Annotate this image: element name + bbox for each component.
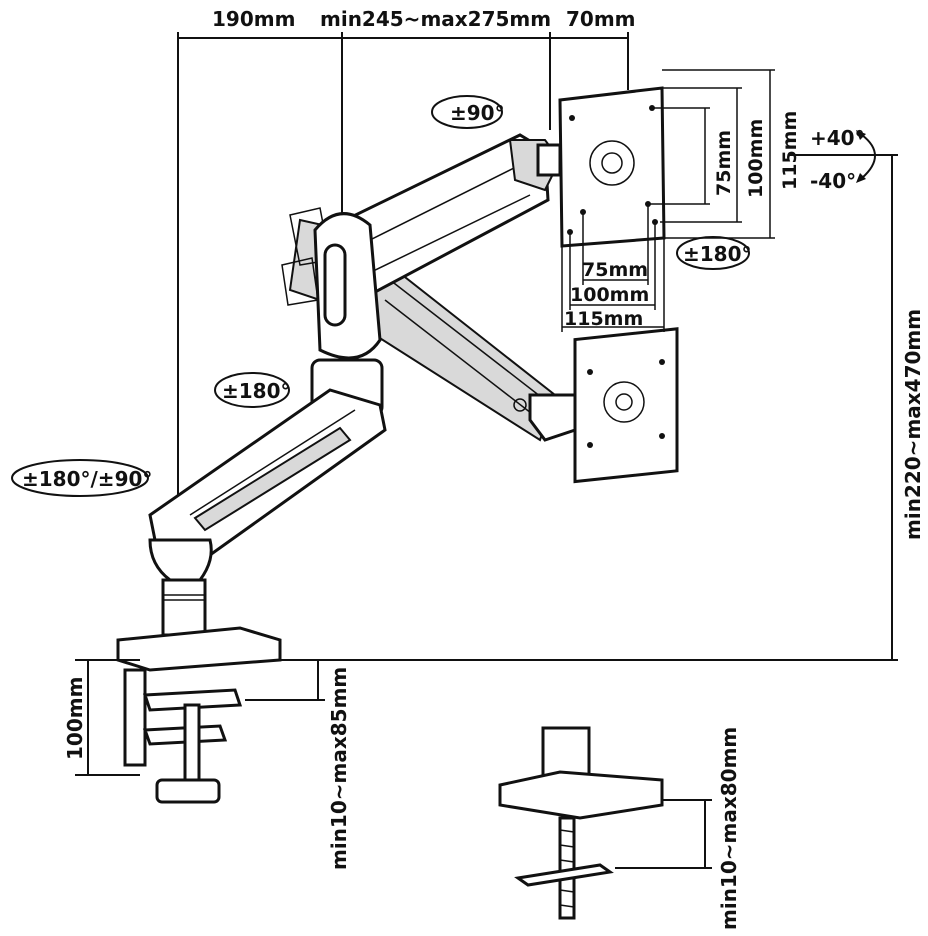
label-vesa-h-medium: 100mm bbox=[570, 284, 649, 306]
label-head-swivel: ±90° bbox=[450, 101, 505, 125]
height-dimension-lines bbox=[200, 154, 898, 661]
elbow-joint bbox=[310, 212, 384, 417]
label-clamp-desk-thickness: min10~max85mm bbox=[327, 667, 351, 870]
label-elbow-rotation: ±180° bbox=[222, 379, 291, 403]
clamp-base bbox=[116, 626, 282, 804]
label-clamp-height: 100mm bbox=[63, 677, 87, 760]
label-head-offset: 70mm bbox=[566, 7, 636, 31]
tilt-arc bbox=[856, 130, 876, 183]
pole bbox=[148, 538, 213, 637]
label-vesa-v-medium: 100mm bbox=[745, 119, 767, 198]
rear-vesa-plate bbox=[573, 327, 679, 484]
grommet-base bbox=[498, 726, 664, 920]
vesa-horizontal-lines bbox=[561, 204, 665, 332]
rotation-markers bbox=[11, 95, 750, 497]
grommet-dimension-lines bbox=[615, 799, 712, 869]
label-vesa-v-large: 115mm bbox=[779, 111, 801, 190]
lower-arm bbox=[148, 388, 387, 557]
upper-arm bbox=[333, 133, 562, 303]
label-vesa-h-small: 75mm bbox=[582, 259, 648, 281]
label-arm-extension: min245~max275mm bbox=[320, 7, 551, 31]
label-screen-rotation: ±180° bbox=[683, 242, 752, 266]
label-base-rotation: ±180°/±90° bbox=[22, 467, 152, 491]
label-arm-base-segment: 190mm bbox=[212, 7, 295, 31]
label-tilt-up: +40° bbox=[810, 126, 865, 150]
label-vesa-h-large: 115mm bbox=[564, 308, 643, 330]
label-vesa-v-small: 75mm bbox=[713, 130, 735, 196]
vesa-vertical-lines bbox=[650, 69, 775, 239]
label-grommet-desk-thickness: min10~max80mm bbox=[717, 727, 741, 930]
label-height-range: min220~max470mm bbox=[901, 309, 925, 540]
clamp-dimension-lines bbox=[75, 659, 325, 776]
label-tilt-down: -40° bbox=[810, 169, 856, 193]
